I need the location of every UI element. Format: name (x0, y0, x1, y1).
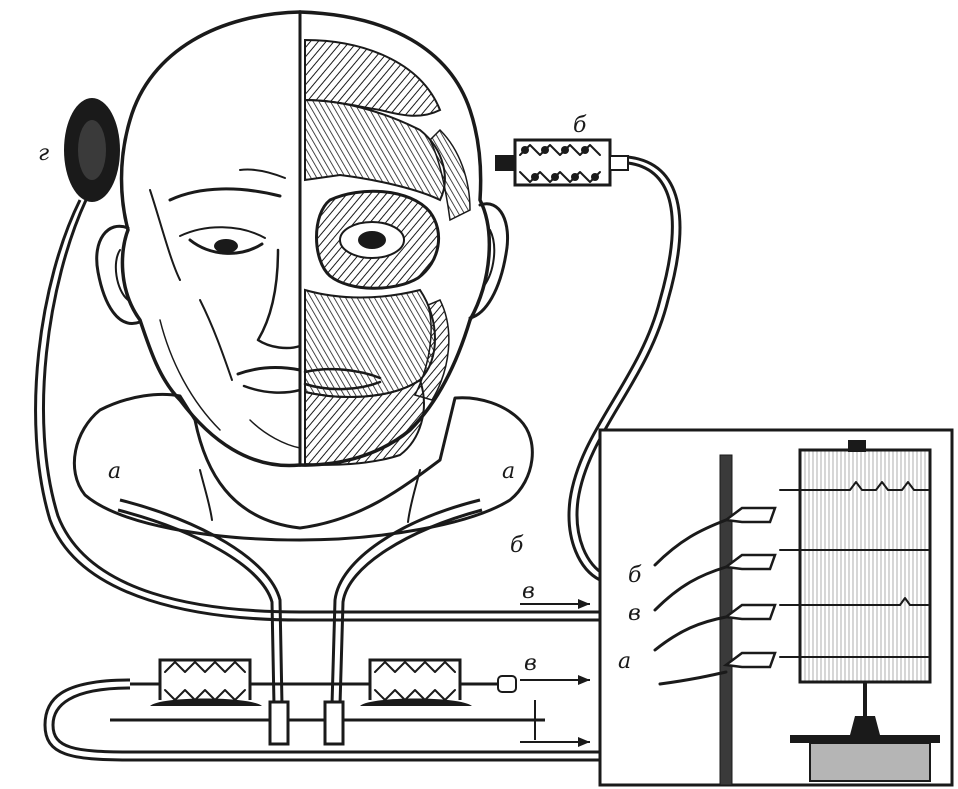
label-arrow-upper: в (522, 579, 535, 604)
lower-valve-right (360, 660, 472, 706)
label-mask-right: а (502, 459, 515, 484)
label-recorder-3: а (618, 649, 631, 674)
label-recorder-2: в (628, 601, 641, 626)
lower-valve-left (150, 660, 262, 706)
label-recorder-1: б (628, 563, 642, 588)
label-arrow-middle: в (524, 651, 537, 676)
ear-capsule (64, 98, 120, 202)
label-lead-right: б (510, 533, 524, 558)
upper-valve-box (495, 140, 628, 185)
label-upper-valve: б (573, 113, 587, 138)
head-illustration (74, 12, 532, 540)
label-mask-left: а (108, 459, 121, 484)
kymograph-panel (600, 430, 952, 785)
label-earpiece: г (38, 141, 49, 166)
